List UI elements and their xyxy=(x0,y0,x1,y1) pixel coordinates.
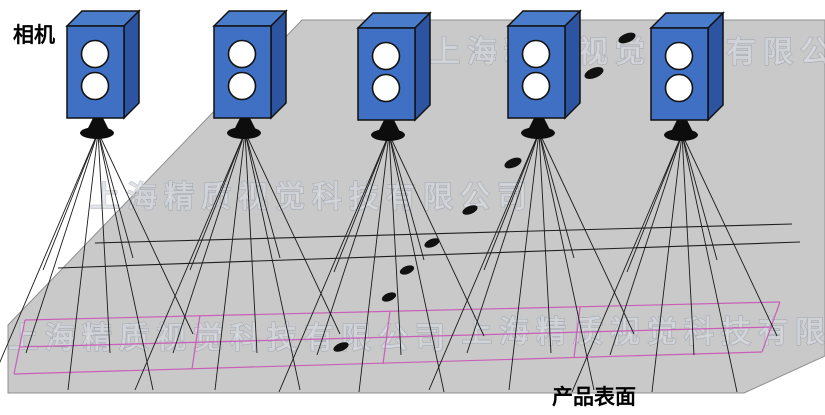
trajectory-dot xyxy=(399,265,415,275)
watermark-text: 上海精质视觉科技有限公司 xyxy=(90,181,534,214)
trajectory-dot xyxy=(504,157,522,169)
watermark-text: 上海精质视觉科技有限公司 xyxy=(8,322,452,355)
scan-band-lines xyxy=(57,223,801,269)
trajectory-dots xyxy=(333,32,636,352)
surface-label: 产品表面 xyxy=(552,385,636,409)
trajectory-dot xyxy=(381,292,397,302)
trajectory-dot xyxy=(333,342,349,352)
camera-label: 相机 xyxy=(13,23,55,47)
trajectory-dot xyxy=(462,205,478,215)
trajectory-dot xyxy=(584,67,604,79)
trajectory-dot xyxy=(618,32,636,44)
watermark-text: 上海精质视觉科技有限公司 xyxy=(462,316,825,349)
product-surface-plane xyxy=(7,19,825,394)
stripe-lines xyxy=(13,301,781,375)
trajectory-dot xyxy=(424,238,440,248)
